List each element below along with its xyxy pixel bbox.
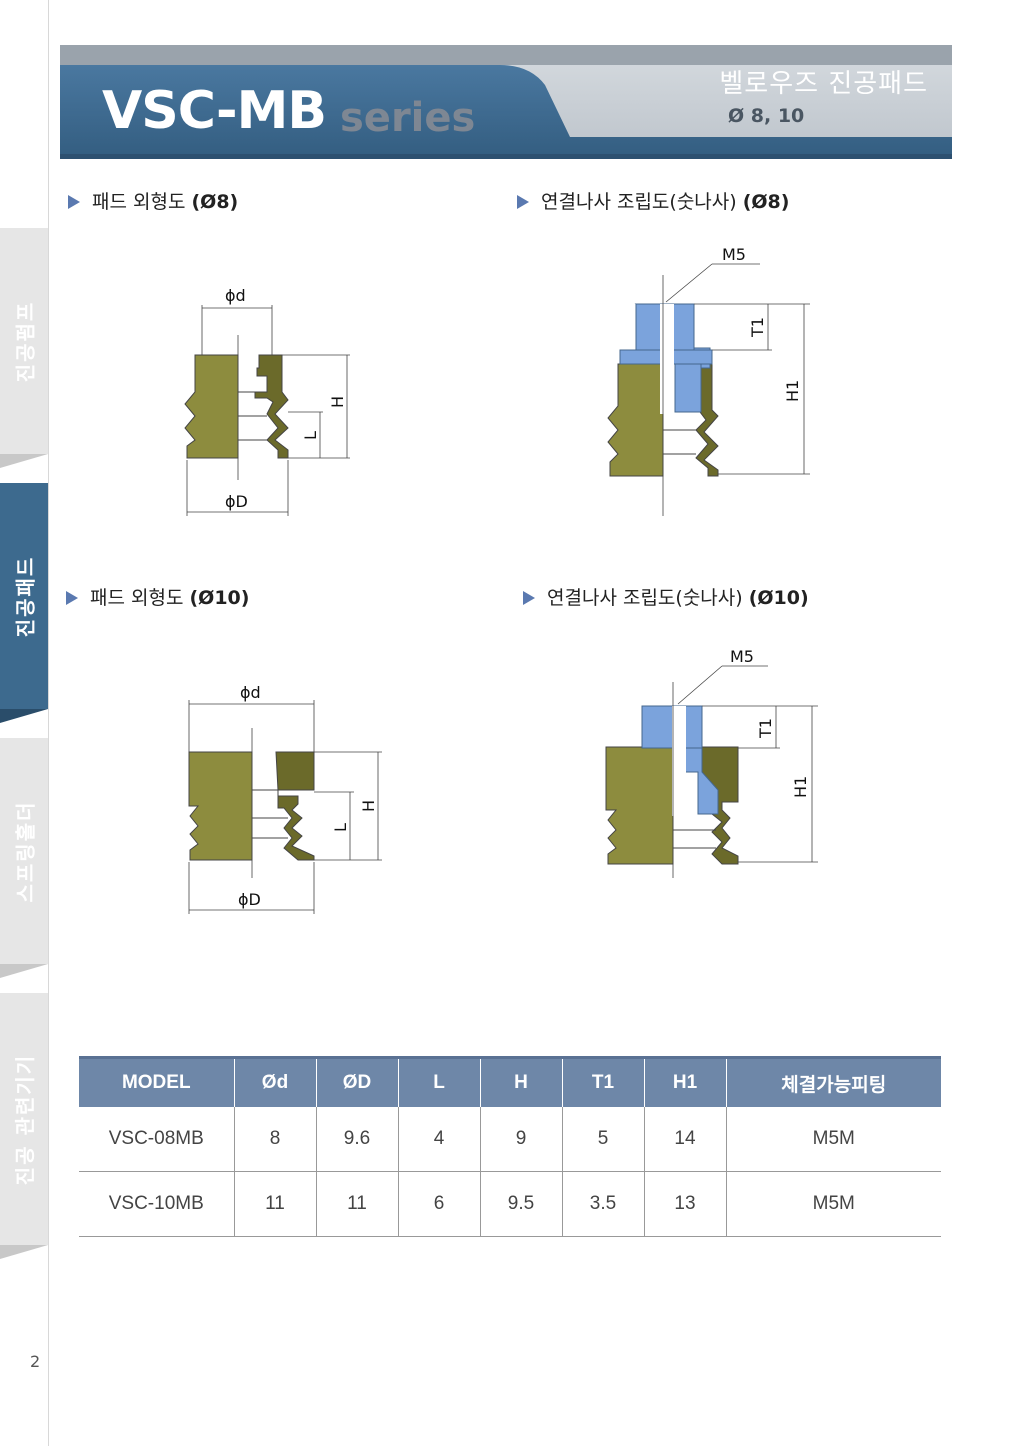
dim-d-label: ϕd bbox=[240, 683, 261, 702]
section-title-pad-8: 패드 외형도 (Ø8) bbox=[68, 187, 238, 214]
table-cell: 11 bbox=[233, 1171, 316, 1237]
dim-H-label: H bbox=[328, 396, 347, 408]
column-header: Ød bbox=[233, 1056, 316, 1107]
table-cell: VSC-08MB bbox=[79, 1107, 234, 1172]
column-header: MODEL bbox=[79, 1056, 234, 1107]
table-cell: 9.6 bbox=[315, 1107, 398, 1172]
triangle-bullet-icon bbox=[66, 591, 78, 605]
spec-table: MODEL Ød ØD L H T1 H1 체결가능피팅 VSC-08MB 8 … bbox=[79, 1056, 941, 1237]
sidebar-tab-vacuum-accessories[interactable]: 진공 관련기기 bbox=[0, 993, 48, 1259]
column-header: H1 bbox=[643, 1056, 726, 1107]
sidebar-divider bbox=[48, 0, 49, 1446]
table-cell: 13 bbox=[643, 1171, 726, 1237]
pad-drawing-8: ϕd ϕD H L bbox=[184, 286, 350, 516]
table-cell: 9 bbox=[479, 1107, 562, 1172]
column-header: ØD bbox=[315, 1056, 398, 1107]
header-product-name: 벨로우즈 진공패드 bbox=[719, 69, 928, 99]
triangle-bullet-icon bbox=[517, 195, 529, 209]
header-background bbox=[60, 45, 952, 159]
table-cell: 4 bbox=[397, 1107, 480, 1172]
table-row: VSC-08MB 8 9.6 4 9 5 14 M5M bbox=[79, 1107, 941, 1172]
dim-D-label: ϕD bbox=[238, 890, 261, 909]
dim-T1-label: T1 bbox=[756, 718, 775, 739]
column-header: H bbox=[479, 1056, 562, 1107]
sidebar-tab-vacuum-pad[interactable]: 진공패드 bbox=[0, 483, 48, 723]
column-header: L bbox=[397, 1056, 480, 1107]
header-model: VSC-MB bbox=[102, 81, 327, 141]
sidebar-tab-label: 스프링홀더 bbox=[13, 800, 38, 902]
sidebar-tab-spring-holder[interactable]: 스프링홀더 bbox=[0, 738, 48, 978]
column-header: 체결가능피팅 bbox=[725, 1056, 941, 1107]
assembly-drawing-8: M5 T1 H1 bbox=[607, 245, 810, 516]
table-cell: 8 bbox=[233, 1107, 316, 1172]
table-cell: M5M bbox=[725, 1171, 941, 1237]
pad-drawing-10: ϕd ϕD H L bbox=[188, 683, 382, 914]
dim-H1-label: H1 bbox=[783, 380, 802, 402]
sidebar-tab-vacuum-pump[interactable]: 진공펌프 bbox=[0, 228, 48, 468]
assembly-drawing-10: M5 T1 H1 bbox=[605, 647, 818, 878]
sidebar-tab-label: 진공 관련기기 bbox=[13, 1053, 38, 1185]
table-cell: 9.5 bbox=[479, 1171, 562, 1237]
triangle-bullet-icon bbox=[68, 195, 80, 209]
dim-H-label: H bbox=[359, 800, 378, 812]
page-number: 2 bbox=[30, 1352, 41, 1371]
table-row: VSC-10MB 11 11 6 9.5 3.5 13 M5M bbox=[79, 1171, 941, 1237]
section-title-assy-8: 연결나사 조립도(숫나사) (Ø8) bbox=[517, 187, 789, 214]
triangle-bullet-icon bbox=[523, 591, 535, 605]
header-series: series bbox=[340, 95, 476, 141]
dim-D-label: ϕD bbox=[225, 492, 248, 511]
table-cell: VSC-10MB bbox=[79, 1171, 234, 1237]
dim-L-label: L bbox=[331, 823, 350, 832]
dim-T1-label: T1 bbox=[748, 317, 767, 338]
sidebar-tab-label: 진공패드 bbox=[13, 555, 38, 637]
header-sizes: Ø 8, 10 bbox=[728, 105, 805, 127]
page-header: VSC-MB series 벨로우즈 진공패드 Ø 8, 10 bbox=[60, 45, 952, 159]
column-header: T1 bbox=[561, 1056, 644, 1107]
dim-H1-label: H1 bbox=[791, 776, 810, 798]
table-cell: 5 bbox=[561, 1107, 644, 1172]
table-cell: 14 bbox=[643, 1107, 726, 1172]
table-cell: M5M bbox=[725, 1107, 941, 1172]
section-title-pad-10: 패드 외형도 (Ø10) bbox=[66, 583, 249, 610]
dim-d-label: ϕd bbox=[225, 286, 246, 305]
table-cell: 11 bbox=[315, 1171, 398, 1237]
table-cell: 3.5 bbox=[561, 1171, 644, 1237]
table-cell: 6 bbox=[397, 1171, 480, 1237]
table-header-row: MODEL Ød ØD L H T1 H1 체결가능피팅 bbox=[79, 1056, 941, 1107]
sidebar-tab-label: 진공펌프 bbox=[13, 300, 38, 382]
dim-L-label: L bbox=[301, 431, 320, 440]
thread-label: M5 bbox=[722, 245, 746, 264]
section-title-assy-10: 연결나사 조립도(숫나사) (Ø10) bbox=[523, 583, 809, 610]
thread-label: M5 bbox=[730, 647, 754, 666]
